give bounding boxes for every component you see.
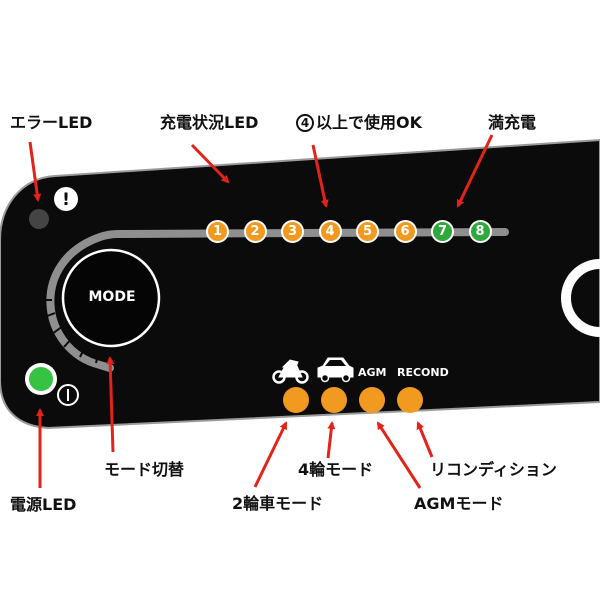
callout-bike-mode: 2輪車モード bbox=[232, 494, 324, 513]
charge-track-segments bbox=[38, 299, 100, 364]
callout-error-led: エラーLED bbox=[10, 113, 93, 132]
error-icon bbox=[54, 187, 78, 211]
arrow-agm-mode bbox=[376, 421, 422, 489]
arrow-car-mode bbox=[326, 421, 336, 459]
status-led-7: 7 bbox=[431, 220, 454, 243]
arrow-bike-mode bbox=[253, 421, 288, 488]
clamp-hole bbox=[561, 259, 600, 337]
status-led-4: 4 bbox=[318, 220, 342, 243]
arrow-usable bbox=[311, 144, 329, 208]
callout-car-mode: 4輪モード bbox=[298, 460, 374, 479]
callout-mode-switch: モード切替 bbox=[104, 460, 185, 479]
car-icon bbox=[317, 357, 354, 383]
status-led-8: 8 bbox=[468, 220, 492, 243]
recond-label: RECOND bbox=[397, 366, 449, 379]
callout-recond-mode: リコンディション bbox=[430, 460, 557, 479]
status-led-1: 1 bbox=[206, 220, 229, 243]
power-led bbox=[29, 367, 53, 391]
charge-track bbox=[46, 228, 509, 372]
callout-agm-mode: AGMモード bbox=[414, 494, 504, 513]
arrow-error-led bbox=[28, 141, 42, 202]
recond-mode-led bbox=[397, 387, 423, 413]
power-icon bbox=[57, 384, 79, 406]
arrow-recond-mode bbox=[416, 421, 434, 458]
arrow-full-charge bbox=[456, 134, 494, 208]
agm-label: AGM bbox=[358, 366, 387, 379]
error-led bbox=[29, 209, 49, 229]
status-led-5: 5 bbox=[356, 220, 379, 243]
bike-mode-led bbox=[283, 387, 309, 413]
mode-leds bbox=[283, 387, 423, 413]
callout-charge-status-led: 充電状況LED bbox=[160, 113, 259, 132]
car-mode-led bbox=[321, 387, 347, 413]
arrow-mode-switch bbox=[106, 356, 115, 453]
status-led-2: 2 bbox=[243, 220, 267, 243]
agm-mode-led bbox=[359, 387, 385, 413]
circled-number-4: 4 bbox=[296, 114, 314, 132]
arrow-charge-status bbox=[190, 143, 230, 184]
callout-full-charge: 満充電 bbox=[488, 113, 537, 132]
motorcycle-icon bbox=[272, 359, 309, 384]
callout-power-led: 電源LED bbox=[10, 495, 77, 514]
error-icon-glyph: ! bbox=[62, 190, 70, 210]
callout-usable-text: 以上で使用OK bbox=[316, 113, 423, 132]
mode-button-ring bbox=[61, 248, 161, 348]
callout-arrows bbox=[28, 134, 494, 489]
status-led-3: 3 bbox=[281, 220, 304, 243]
status-led-6: 6 bbox=[393, 220, 417, 243]
mode-button-label: MODE bbox=[88, 289, 136, 305]
